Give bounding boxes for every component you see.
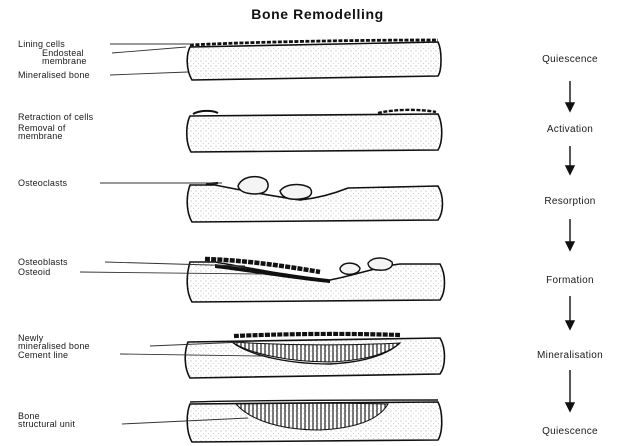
bone-formation	[187, 258, 444, 302]
stage-quiescence-final: Quiescence	[515, 426, 625, 437]
osteoclast-cell-3	[340, 263, 360, 274]
bone-resorption	[187, 177, 442, 222]
bone-activation	[187, 110, 442, 152]
label-cement-line: Cement line	[18, 351, 68, 360]
label-removal-of-membrane-line2: membrane	[18, 132, 63, 141]
osteoclast-cell-4	[368, 258, 392, 270]
label-osteoid: Osteoid	[18, 268, 50, 277]
label-bone-structural-unit-line2: structural unit	[18, 420, 75, 429]
bone-quiescence-final	[187, 400, 442, 442]
stage-quiescence: Quiescence	[515, 54, 625, 65]
stage-formation: Formation	[515, 275, 625, 286]
arrow-down-icon	[566, 146, 574, 174]
osteoclast-cell-2	[280, 185, 312, 200]
stage-resorption: Resorption	[515, 196, 625, 207]
osteoblast-row-top	[234, 334, 400, 336]
label-retraction-of-cells: Retraction of cells	[18, 113, 93, 122]
label-osteoclasts: Osteoclasts	[18, 179, 67, 188]
bone-quiescence	[187, 40, 441, 80]
stage-mineralisation: Mineralisation	[515, 350, 625, 361]
arrow-down-icon	[566, 81, 574, 111]
label-endosteal-membrane-line2: membrane	[42, 57, 87, 66]
bone-mineralisation	[185, 334, 444, 378]
stage-activation: Activation	[515, 124, 625, 135]
arrow-down-icon	[566, 296, 574, 329]
arrow-down-icon	[566, 370, 574, 411]
diagram-title: Bone Remodelling	[0, 6, 635, 22]
label-mineralised-bone: Mineralised bone	[18, 71, 90, 80]
label-osteoblasts: Osteoblasts	[18, 258, 68, 267]
arrow-down-icon	[566, 219, 574, 250]
osteoclast-cell-1	[238, 177, 268, 194]
